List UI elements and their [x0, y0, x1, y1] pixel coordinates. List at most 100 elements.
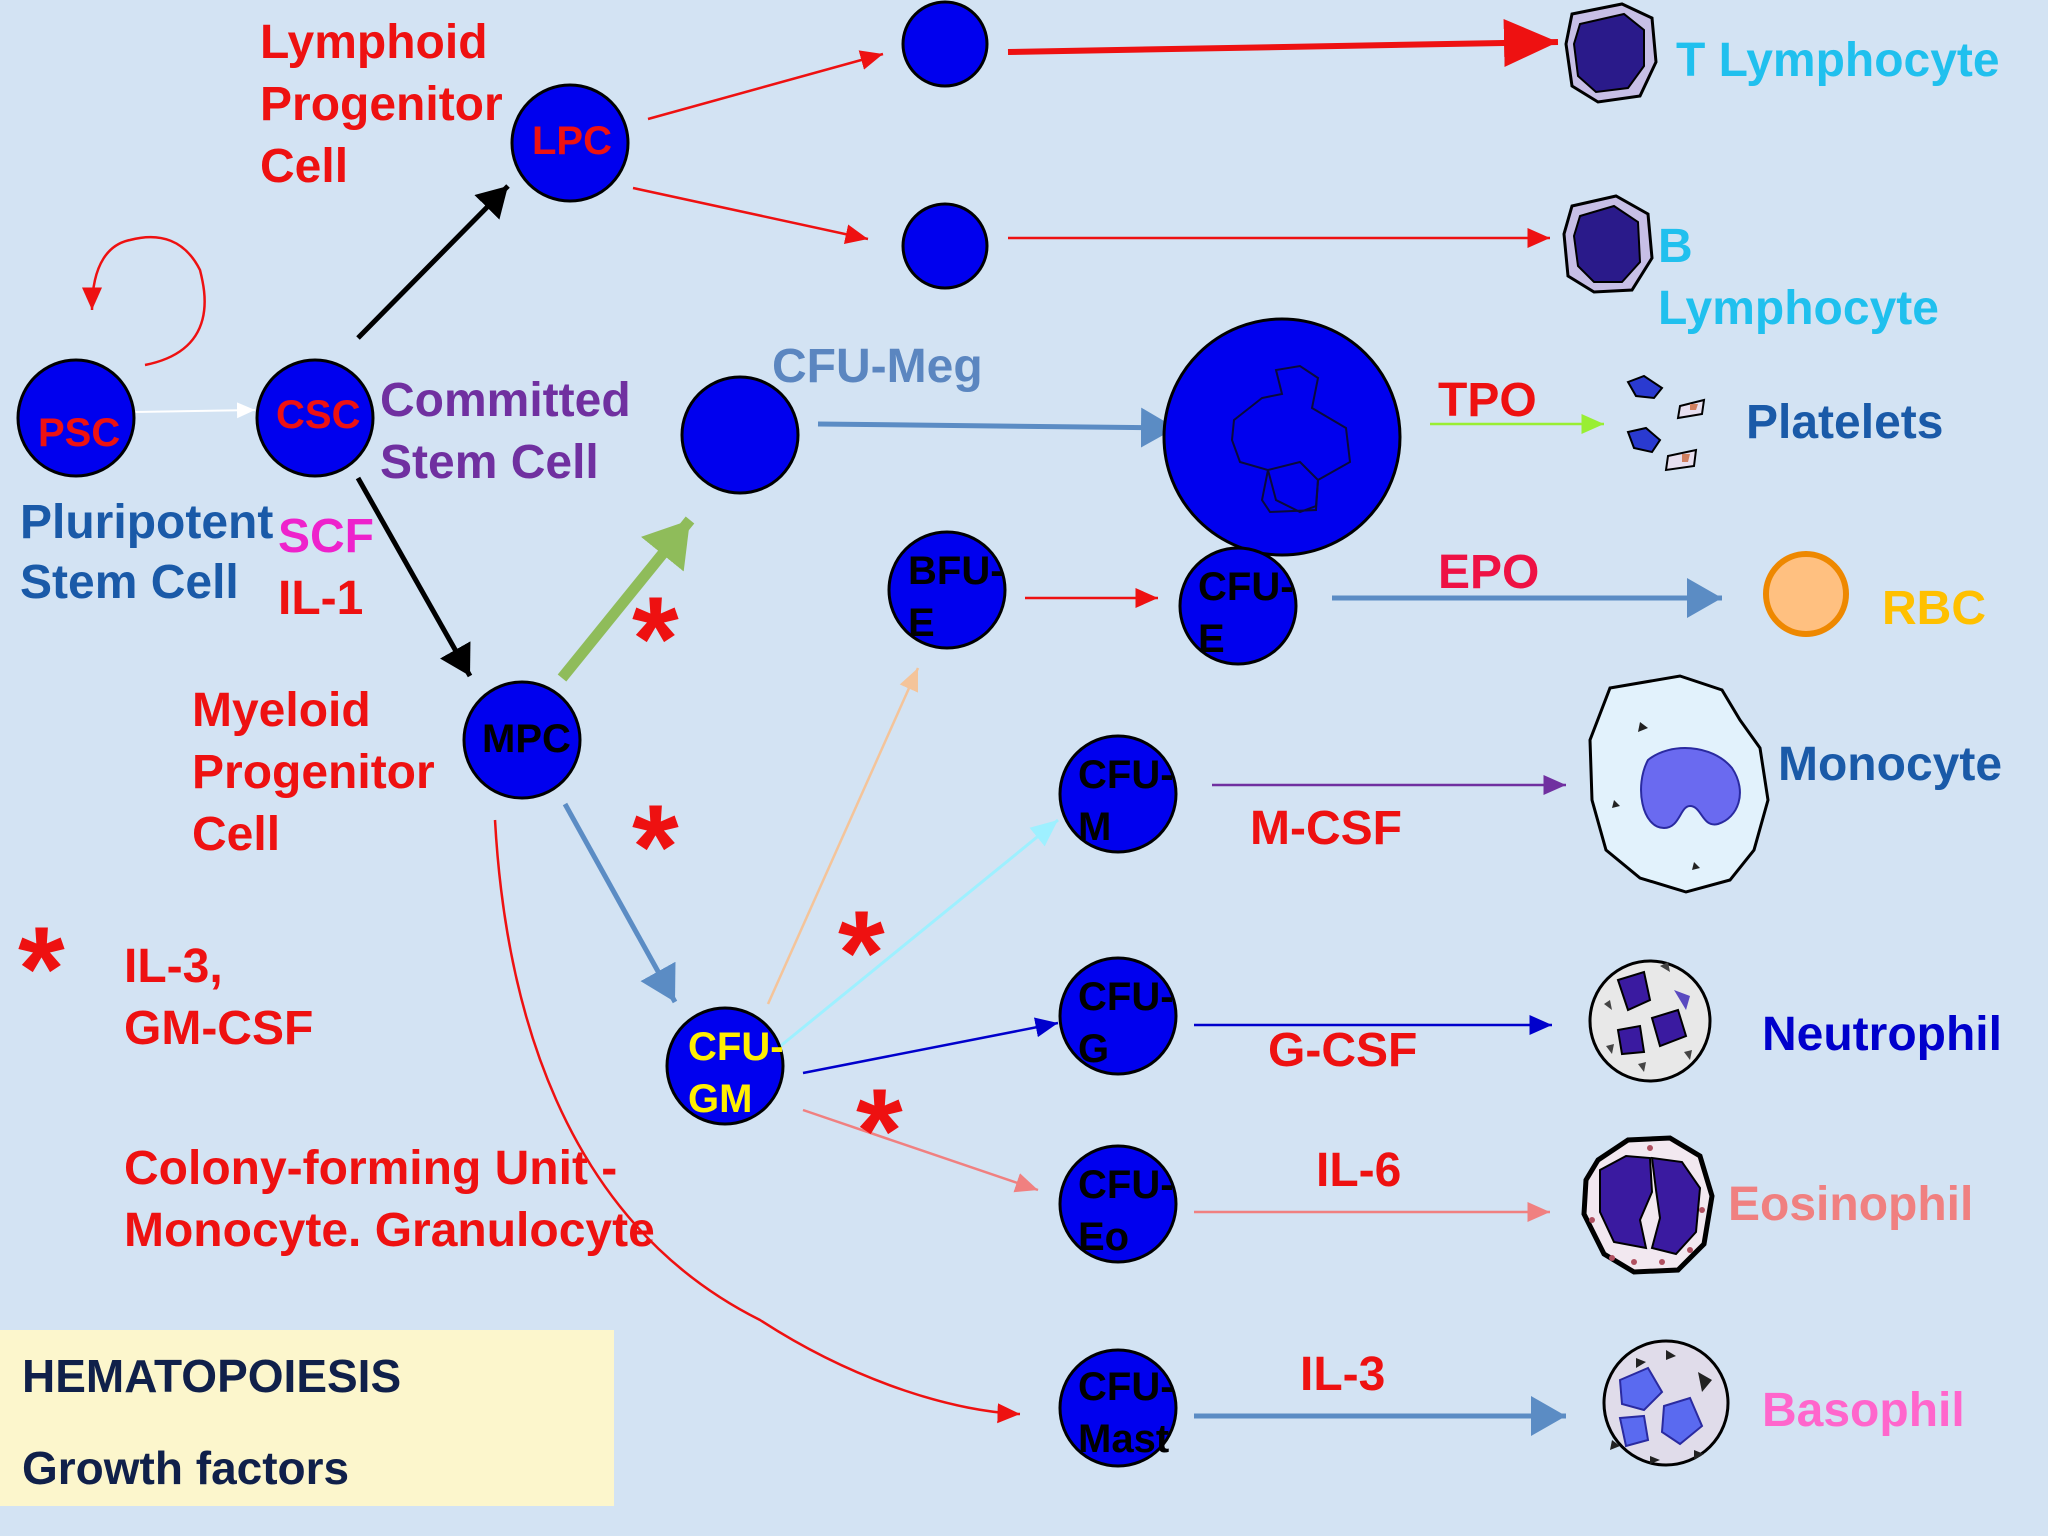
- eosinophil-cell: [1581, 1135, 1715, 1275]
- lpc-label: LPC: [532, 119, 612, 163]
- lymphoid-label-3: Cell: [260, 140, 348, 193]
- myeloid-label-1: Myeloid: [192, 684, 371, 737]
- rbc-cell: [1763, 551, 1849, 637]
- neutrophil-cell: [1588, 959, 1712, 1083]
- csc-node: [255, 358, 375, 478]
- myeloid-label-2: Progenitor: [192, 746, 435, 799]
- platelets-label: Platelets: [1746, 396, 1943, 449]
- monocyte-nucleus: [1640, 747, 1741, 830]
- star-icon-1: *: [632, 572, 679, 706]
- gm-to-m-arrow: [777, 818, 1059, 1050]
- il3-label: IL-3: [1300, 1348, 1385, 1401]
- gcsf-label: G-CSF: [1268, 1024, 1417, 1077]
- il6-label: IL-6: [1316, 1144, 1401, 1197]
- cfu-g-label-2: G: [1078, 1027, 1109, 1071]
- cfu-mast-node: [1058, 1348, 1178, 1468]
- cfu-meg-arrow: [817, 407, 1177, 448]
- myeloid-label-3: Cell: [192, 808, 280, 861]
- mpc-to-mast-arrow: [493, 819, 1021, 1424]
- basophil-cell: [1602, 1339, 1730, 1467]
- cfu-g-label-1: CFU-: [1078, 975, 1174, 1019]
- cfu-eo-label-1: CFU-: [1078, 1163, 1174, 1207]
- t-precursor-arrow: [1007, 18, 1559, 67]
- b-lymphocyte-label-1: B: [1658, 220, 1693, 273]
- lpc-to-t-arrow: [647, 50, 884, 121]
- cfu-gm-node: [665, 1006, 785, 1126]
- pluripotent-label-2: Stem Cell: [20, 556, 239, 609]
- cfu-gm-label-1: CFU-: [688, 1025, 784, 1069]
- b-lymphocyte-nucleus: [1572, 204, 1642, 283]
- megakaryocyte: [1162, 317, 1402, 557]
- bfu-e-node: [887, 530, 1007, 650]
- il1-label: IL-1: [278, 572, 363, 625]
- cfu-g-node: [1058, 956, 1178, 1076]
- csc-label: CSC: [276, 393, 360, 437]
- box-title: HEMATOPOIESIS: [22, 1350, 401, 1402]
- cell-nodes: PSC CSC LPC MPC BFU- E CFU- E CFU- M CFU…: [16, 0, 1402, 1468]
- csc-to-mpc-arrow: [355, 476, 473, 678]
- arrows: [82, 18, 1722, 1436]
- mcsf-label: M-CSF: [1250, 802, 1402, 855]
- cfu-e-label-1: CFU-: [1198, 565, 1294, 609]
- committed-label-1: Committed: [380, 374, 631, 427]
- tpo-label: TPO: [1438, 374, 1537, 427]
- megakaryocyte-lobe: [1260, 460, 1320, 514]
- title-box-background: [0, 1330, 614, 1506]
- neutrophil-label: Neutrophil: [1762, 1008, 2002, 1061]
- self-renewal-arrow: [82, 235, 206, 367]
- colony-label-2: Monocyte. Granulocyte: [124, 1204, 655, 1257]
- b-precursor-node: [901, 202, 989, 290]
- basophil-label: Basophil: [1762, 1384, 1965, 1437]
- eosinophil-label: Eosinophil: [1728, 1178, 1973, 1231]
- mature-cells: [1562, 2, 1849, 1467]
- psc-to-csc-arrow: [134, 402, 256, 419]
- cfu-mast-label-2: Mast: [1078, 1417, 1169, 1461]
- scf-label: SCF: [278, 510, 374, 563]
- committed-label-2: Stem Cell: [380, 436, 599, 489]
- gm-to-bfu-arrow: [766, 667, 920, 1005]
- legend-text-2: GM-CSF: [124, 1002, 313, 1055]
- rbc-label: RBC: [1882, 582, 1986, 635]
- mpc-to-gm-arrow: [562, 802, 678, 1004]
- pluripotent-label-1: Pluripotent: [20, 496, 273, 549]
- cfu-gm-label-2: GM: [688, 1077, 752, 1121]
- bfu-e-label-2: E: [908, 601, 935, 645]
- gm-to-g-arrow: [802, 1017, 1059, 1075]
- star-icon-4: *: [856, 1064, 903, 1198]
- cfu-m-label-2: M: [1078, 805, 1111, 849]
- colony-label-1: Colony-forming Unit -: [124, 1142, 617, 1195]
- cfu-meg-label: CFU-Meg: [772, 340, 983, 393]
- bfu-e-label-1: BFU-: [908, 549, 1004, 593]
- cfu-eo-node: [1058, 1144, 1178, 1264]
- b-lymphocyte-label-2: Lymphocyte: [1658, 282, 1939, 335]
- mpc-node: [462, 680, 582, 800]
- star-icon-3: *: [838, 886, 885, 1020]
- star-icon-2: *: [632, 780, 679, 914]
- cfu-m-node: [1058, 734, 1178, 854]
- lymphoid-label-2: Progenitor: [260, 78, 503, 131]
- cfu-mast-label-1: CFU-: [1078, 1365, 1174, 1409]
- csc-to-lpc-arrow: [356, 184, 510, 340]
- lpc-node: [510, 83, 630, 203]
- title-box: HEMATOPOIESIS Growth factors: [0, 1330, 614, 1506]
- t-precursor-node: [901, 0, 989, 88]
- cfu-m-label-1: CFU-: [1078, 753, 1174, 797]
- t-lymphocyte-nucleus: [1572, 12, 1645, 94]
- lymphoid-label-1: Lymphoid: [260, 16, 488, 69]
- monocyte-label: Monocyte: [1778, 738, 2002, 791]
- text-labels: Lymphoid Progenitor Cell Committed Stem …: [18, 16, 2002, 1437]
- cfu-meg-node: [680, 375, 800, 495]
- megakaryocyte-nucleus: [1230, 364, 1352, 514]
- legend-text-1: IL-3,: [124, 940, 223, 993]
- cfu-eo-label-2: Eo: [1078, 1215, 1129, 1259]
- legend-star-icon: *: [18, 902, 65, 1036]
- t-lymphocyte-label: T Lymphocyte: [1676, 34, 2000, 87]
- cfu-e-label-2: E: [1198, 617, 1225, 661]
- psc-node: [16, 358, 136, 478]
- gm-to-eo-arrow: [802, 1108, 1039, 1193]
- platelet-cluster: [1626, 374, 1706, 472]
- psc-label: PSC: [38, 411, 120, 455]
- mpc-label: MPC: [482, 717, 571, 761]
- cfu-e-node: [1178, 546, 1298, 666]
